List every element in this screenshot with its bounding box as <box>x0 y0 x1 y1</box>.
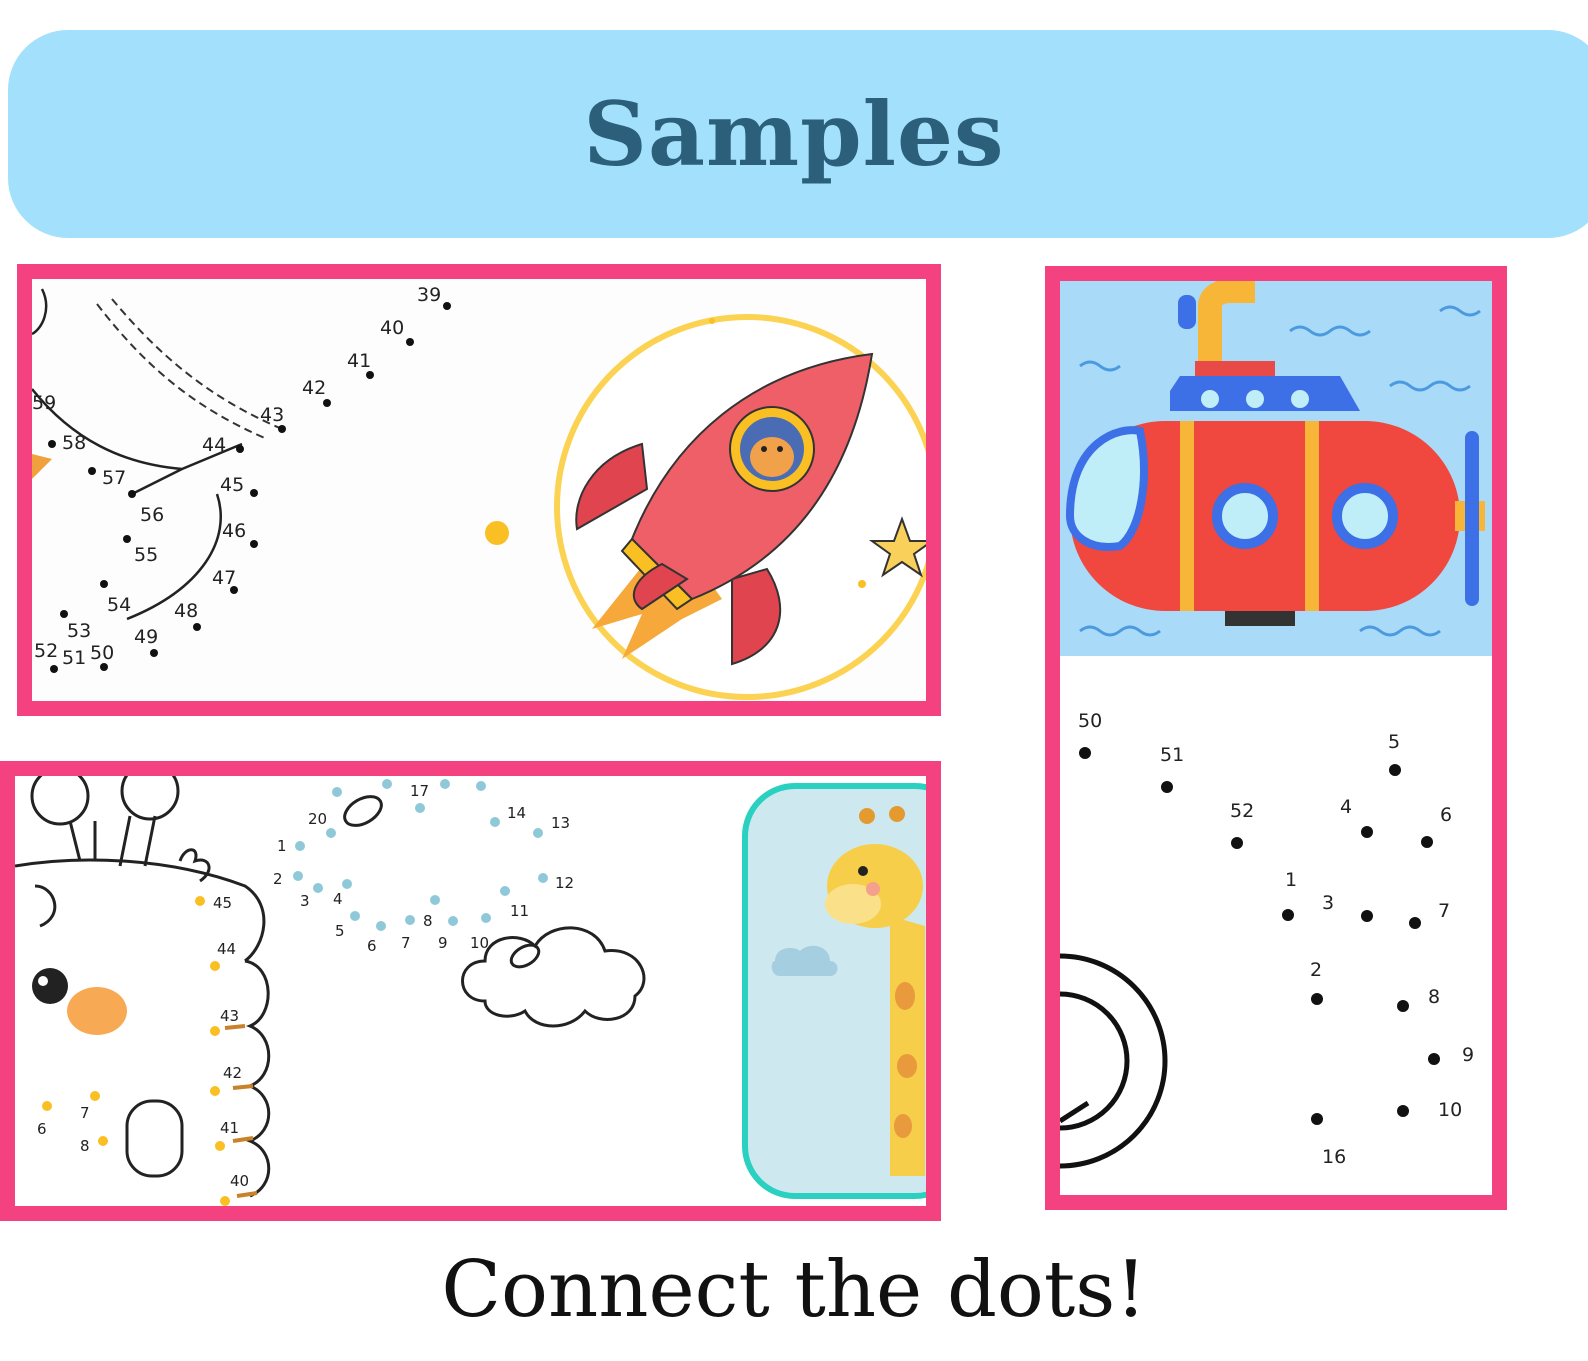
dot-number: 6 <box>1440 804 1452 826</box>
sample-giraffe-worksheet: 45 44 43 42 41 40 6 7 8 1 2 3 4 5 6 <box>0 761 941 1221</box>
dot-number: 6 <box>37 1120 47 1138</box>
dot-number: 10 <box>1438 1099 1462 1121</box>
dot-number: 7 <box>401 934 411 952</box>
giraffe-illustration: 45 44 43 42 41 40 6 7 8 1 2 3 4 5 6 <box>15 776 926 1206</box>
dot-number: 58 <box>62 432 86 454</box>
dot-number: 54 <box>107 594 131 616</box>
dot-number: 2 <box>273 870 283 888</box>
dot-number: 8 <box>423 912 433 930</box>
dot-number: 8 <box>80 1137 90 1155</box>
dot-number: 56 <box>140 504 164 526</box>
dot-number: 41 <box>347 350 371 372</box>
dot-number: 42 <box>302 377 326 399</box>
dot-number: 55 <box>134 544 158 566</box>
dot-number: 52 <box>1230 800 1254 822</box>
dot-number: 45 <box>220 474 244 496</box>
dot-number: 17 <box>410 782 429 800</box>
dot-number: 6 <box>367 937 377 955</box>
dot-number: 51 <box>1160 744 1184 766</box>
dot-number: 57 <box>102 467 126 489</box>
dot-number: 4 <box>1340 796 1352 818</box>
dot-number: 14 <box>507 804 526 822</box>
dot-number: 7 <box>80 1104 90 1122</box>
dot-number: 1 <box>1285 869 1297 891</box>
dot-number: 8 <box>1428 986 1440 1008</box>
header-banner <box>8 30 1588 238</box>
dot-number: 5 <box>335 922 345 940</box>
dot-number: 12 <box>555 874 574 892</box>
dot-number: 3 <box>300 892 310 910</box>
dot-number: 44 <box>217 940 236 958</box>
dot-number: 3 <box>1322 892 1334 914</box>
dot-number: 47 <box>212 567 236 589</box>
dot-number: 2 <box>1310 959 1322 981</box>
dot-number: 40 <box>230 1172 249 1190</box>
dot-number: 4 <box>333 890 343 908</box>
dot-number: 45 <box>213 894 232 912</box>
caption-text: Connect the dots! <box>441 1245 1147 1335</box>
dot-number: 11 <box>510 902 529 920</box>
dot-number: 39 <box>417 284 441 306</box>
sample-submarine-worksheet: 50 51 52 1 2 3 4 5 6 7 8 9 10 16 <box>1045 266 1507 1210</box>
dot-number: 48 <box>174 600 198 622</box>
dot-number: 43 <box>260 404 284 426</box>
dot-number: 53 <box>67 620 91 642</box>
dot-number: 43 <box>220 1007 239 1025</box>
dot-number: 49 <box>134 626 158 648</box>
dot-number: 50 <box>90 642 114 664</box>
sample-rocket-worksheet: 39 40 41 42 43 44 45 46 47 48 49 50 51 5… <box>17 264 941 716</box>
dot-number: 20 <box>308 810 327 828</box>
dot-number: 13 <box>551 814 570 832</box>
page-title: Samples <box>583 82 1005 186</box>
dot-number: 9 <box>438 934 448 952</box>
dot-number: 46 <box>222 520 246 542</box>
dot-number: 9 <box>1462 1044 1474 1066</box>
submarine-illustration: 50 51 52 1 2 3 4 5 6 7 8 9 10 16 <box>1060 281 1492 1195</box>
dot-number: 5 <box>1388 731 1400 753</box>
dot-number: 40 <box>380 317 404 339</box>
dot-number: 52 <box>34 640 58 662</box>
dot-number: 51 <box>62 647 86 669</box>
rocket-illustration: 39 40 41 42 43 44 45 46 47 48 49 50 51 5… <box>32 279 926 701</box>
dot-number: 7 <box>1438 900 1450 922</box>
dot-number: 10 <box>470 934 489 952</box>
dot-number: 59 <box>32 392 56 414</box>
dot-number: 42 <box>223 1064 242 1082</box>
dot-number: 16 <box>1322 1146 1346 1168</box>
dot-number: 50 <box>1078 710 1102 732</box>
dot-number: 1 <box>277 837 287 855</box>
dot-number: 41 <box>220 1119 239 1137</box>
dot-number: 44 <box>202 434 226 456</box>
